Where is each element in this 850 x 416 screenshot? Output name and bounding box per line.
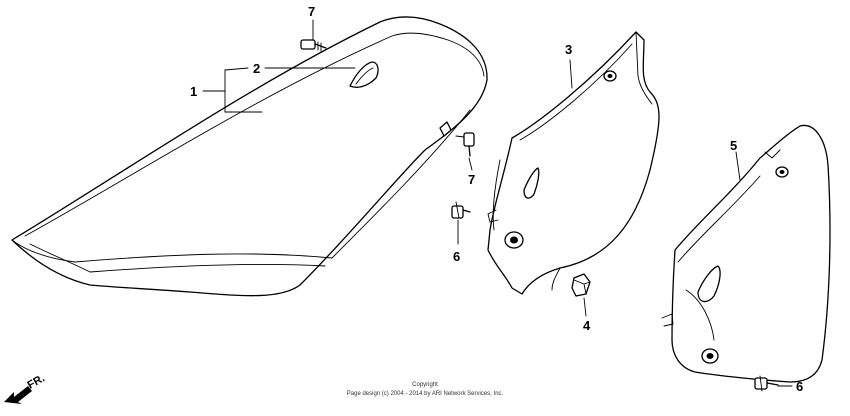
- side-cover-right: [661, 124, 831, 383]
- bolt-7-top: [300, 39, 327, 52]
- callout-5: 5: [730, 138, 737, 153]
- copyright-line-2: Page design (c) 2004 - 2014 by ARI Netwo…: [347, 391, 504, 397]
- clip-nut-4: [571, 273, 591, 297]
- callout-7-mid: 7: [468, 172, 475, 187]
- callout-3: 3: [565, 42, 572, 57]
- bolt-6-left: [451, 201, 471, 219]
- callout-7-top: 7: [308, 4, 315, 19]
- callout-4: 4: [583, 318, 591, 333]
- seat: [11, 16, 488, 297]
- bolt-7-mid: [455, 132, 475, 157]
- callout-6-left: 6: [453, 249, 460, 264]
- leader-lines: [202, 19, 793, 387]
- copyright-line-1: Copyright: [412, 382, 438, 388]
- bolt-6-right: [754, 375, 779, 392]
- direction-label: FR.: [26, 372, 47, 391]
- callout-2: 2: [253, 61, 260, 76]
- direction-arrow-icon: [4, 386, 32, 404]
- callout-6-right: 6: [796, 379, 803, 394]
- callout-1: 1: [190, 84, 197, 99]
- side-cover-left: [487, 31, 660, 295]
- direction-indicator: FR.: [4, 372, 47, 404]
